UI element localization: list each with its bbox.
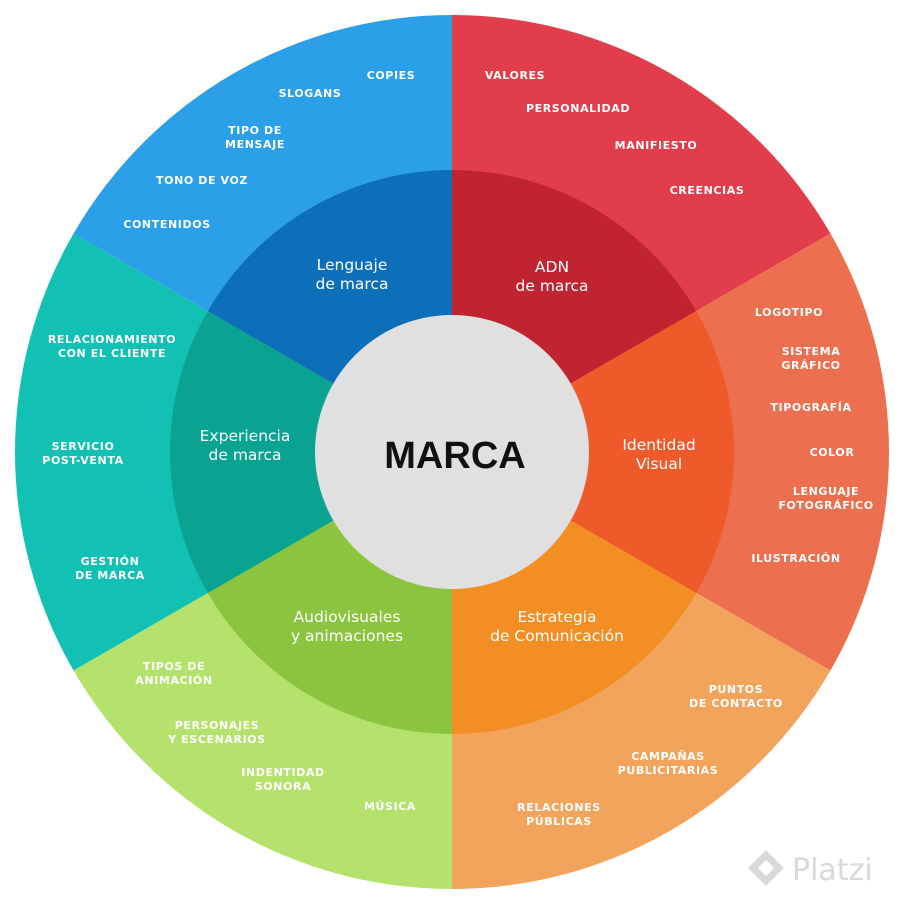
segment-title-line: de marca bbox=[316, 275, 389, 293]
segment-title-line: Audiovisuales bbox=[294, 608, 401, 626]
segment-item-line: PUBLICITARIAS bbox=[618, 764, 719, 777]
segment-title-line: de Comunicación bbox=[490, 627, 624, 645]
segment-item-line: POST-VENTA bbox=[42, 454, 123, 467]
segment-item-line: COLOR bbox=[810, 446, 855, 459]
segment-item-line: TIPOS DE bbox=[143, 660, 205, 673]
center-title: MARCA bbox=[384, 435, 525, 477]
segment-item-line: CREENCIAS bbox=[670, 184, 745, 197]
segment-title-line: Lenguaje bbox=[317, 256, 388, 274]
inner-segment-identidad bbox=[452, 311, 735, 593]
segment-item-line: SISTEMA bbox=[782, 345, 841, 358]
segment-title-line: Experiencia bbox=[200, 427, 291, 445]
segment-item-line: TONO DE VOZ bbox=[156, 174, 248, 187]
segment-item-line: MENSAJE bbox=[225, 138, 285, 151]
segment-item-adn: MANIFIESTO bbox=[615, 139, 698, 152]
segment-item-lenguaje: CONTENIDOS bbox=[123, 218, 210, 231]
segment-title-line: y animaciones bbox=[291, 627, 403, 645]
segment-item-lenguaje: TONO DE VOZ bbox=[156, 174, 248, 187]
segment-item-line: TIPO DE bbox=[228, 124, 282, 137]
segment-item-identidad: LOGOTIPO bbox=[755, 306, 823, 319]
segment-item-line: PÚBLICAS bbox=[526, 815, 592, 828]
segment-item-line: INDENTIDAD bbox=[241, 766, 325, 779]
segment-item-line: TIPOGRAFÍA bbox=[770, 401, 851, 414]
segment-item-line: ANIMACIÓN bbox=[135, 674, 212, 687]
segment-item-line: LOGOTIPO bbox=[755, 306, 823, 319]
segment-title-line: Estrategia bbox=[517, 608, 596, 626]
segment-item-audiovisuales: MÚSICA bbox=[364, 800, 416, 813]
segment-title-line: Identidad bbox=[622, 436, 695, 454]
segment-item-line: DE MARCA bbox=[75, 569, 145, 582]
segment-item-line: CAMPAÑAS bbox=[631, 750, 705, 763]
watermark: Platzi bbox=[748, 850, 873, 888]
segment-item-line: SONORA bbox=[255, 780, 311, 793]
segment-item-line: LENGUAJE bbox=[793, 485, 859, 498]
platzi-logo-icon bbox=[748, 850, 784, 886]
segment-item-line: ILUSTRACIÓN bbox=[751, 552, 840, 565]
segment-item-line: MANIFIESTO bbox=[615, 139, 698, 152]
segment-item-line: RELACIONAMIENTO bbox=[48, 333, 176, 346]
segment-item-line: Y ESCENARIOS bbox=[167, 733, 266, 746]
segment-title-line: de marca bbox=[516, 277, 589, 295]
segment-item-identidad: COLOR bbox=[810, 446, 855, 459]
segment-item-lenguaje: COPIES bbox=[367, 69, 416, 82]
segment-item-adn: CREENCIAS bbox=[670, 184, 745, 197]
segment-item-identidad: TIPOGRAFÍA bbox=[770, 401, 851, 414]
segment-item-line: PERSONALIDAD bbox=[526, 102, 630, 115]
segment-item-line: SLOGANS bbox=[279, 87, 342, 100]
segment-title-line: de marca bbox=[209, 446, 282, 464]
center-circle bbox=[315, 315, 589, 589]
segment-item-line: CON EL CLIENTE bbox=[58, 347, 166, 360]
segment-item-adn: PERSONALIDAD bbox=[526, 102, 630, 115]
segment-item-lenguaje: SLOGANS bbox=[279, 87, 342, 100]
segment-item-line: COPIES bbox=[367, 69, 416, 82]
segment-item-adn: VALORES bbox=[485, 69, 545, 82]
segment-item-line: PUNTOS bbox=[709, 683, 764, 696]
segment-item-line: RELACIONES bbox=[517, 801, 601, 814]
segment-item-line: CONTENIDOS bbox=[123, 218, 210, 231]
segment-item-line: GESTIÓN bbox=[81, 555, 140, 568]
inner-segment-experiencia bbox=[169, 311, 452, 593]
segment-item-line: MÚSICA bbox=[364, 800, 416, 813]
segment-item-line: GRÁFICO bbox=[781, 359, 840, 372]
segment-item-line: FOTOGRÁFICO bbox=[778, 499, 873, 512]
segment-title-line: Visual bbox=[636, 455, 682, 473]
segment-item-line: DE CONTACTO bbox=[689, 697, 783, 710]
segment-title-line: ADN bbox=[535, 258, 569, 276]
segment-item-line: VALORES bbox=[485, 69, 545, 82]
watermark-text: Platzi bbox=[792, 853, 873, 888]
segment-item-line: PERSONAJES bbox=[175, 719, 260, 732]
segment-item-line: SERVICIO bbox=[52, 440, 115, 453]
segment-item-identidad: ILUSTRACIÓN bbox=[751, 552, 840, 565]
